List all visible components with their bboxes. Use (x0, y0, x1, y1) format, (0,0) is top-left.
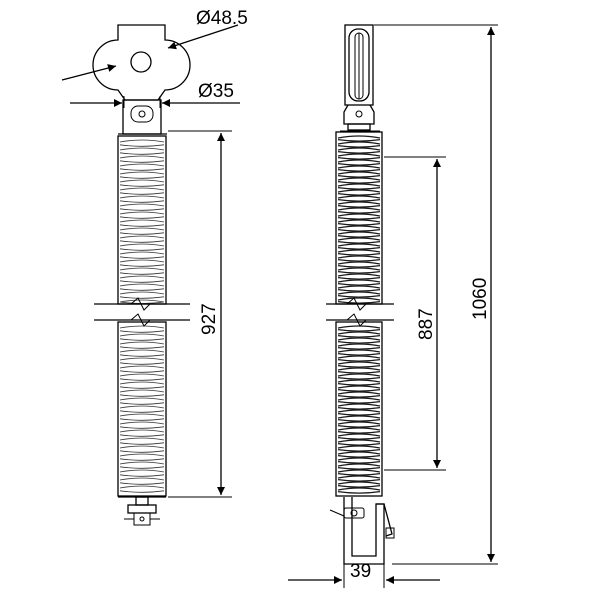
left-spring-length-label: 927 (199, 303, 220, 335)
bracket-width-label: 39 (350, 561, 371, 582)
right-pulley-head (340, 24, 380, 132)
dimension-right-spring-length: 887 (384, 156, 446, 471)
dimension-pin-diameter: Ø48.5 (61, 8, 248, 81)
dimension-overall-length: 1060 (374, 24, 498, 565)
left-top-head (92, 24, 191, 135)
left-spring-assembly (92, 24, 191, 526)
right-break-symbol (326, 297, 394, 327)
clamp-diameter-label: Ø35 (198, 81, 234, 102)
right-spring-coil-lower (335, 321, 383, 497)
pin-diameter-label: Ø48.5 (196, 8, 248, 29)
right-spring-coil-upper (335, 131, 383, 305)
dimension-left-spring-length: 927 (168, 130, 232, 498)
left-spring-coil-upper (117, 135, 167, 305)
dimension-bracket-width: 39 (288, 561, 440, 588)
right-spring-assembly (326, 24, 395, 565)
left-break-symbol (94, 297, 190, 327)
right-bottom-bracket (329, 497, 395, 565)
overall-length-label: 1060 (470, 278, 491, 320)
dimension-clamp-diameter: Ø35 (70, 81, 240, 108)
left-bottom-fitting (118, 496, 166, 526)
left-spring-coil-lower (117, 321, 167, 497)
right-spring-length-label: 887 (416, 308, 437, 340)
